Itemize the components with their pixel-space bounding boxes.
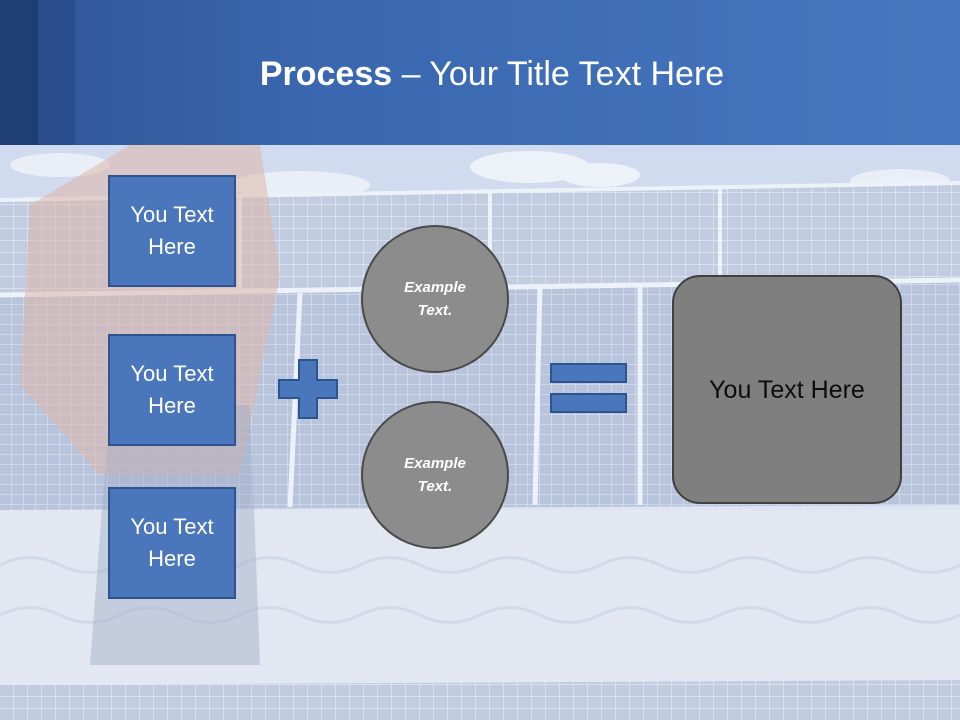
text-box-label: You Text Here — [130, 361, 214, 418]
example-circle-1[interactable]: Example Text. — [361, 225, 509, 373]
text-box-label: You Text Here — [130, 202, 214, 259]
text-box-2[interactable]: You Text Here — [108, 334, 236, 446]
equals-bar-bottom — [550, 393, 627, 413]
result-label: You Text Here — [709, 375, 865, 404]
plus-icon[interactable] — [278, 359, 338, 419]
text-box-3[interactable]: You Text Here — [108, 487, 236, 599]
equals-bar-top — [550, 363, 627, 383]
accent-stripe — [38, 0, 75, 145]
result-box[interactable]: You Text Here — [672, 275, 902, 504]
title-bar: Process – Your Title Text Here — [0, 0, 960, 145]
circle-label: Example Text. — [404, 279, 466, 319]
accent-stripe — [0, 0, 38, 145]
title-bold: Process — [259, 55, 393, 93]
text-box-1[interactable]: You Text Here — [108, 175, 236, 287]
example-circle-2[interactable]: Example Text. — [361, 401, 509, 549]
title-rest: – Your Title Text Here — [392, 55, 725, 93]
text-box-label: You Text Here — [130, 514, 214, 571]
circle-label: Example Text. — [404, 455, 466, 495]
slide-title[interactable]: Process – Your Title Text Here — [0, 52, 960, 96]
